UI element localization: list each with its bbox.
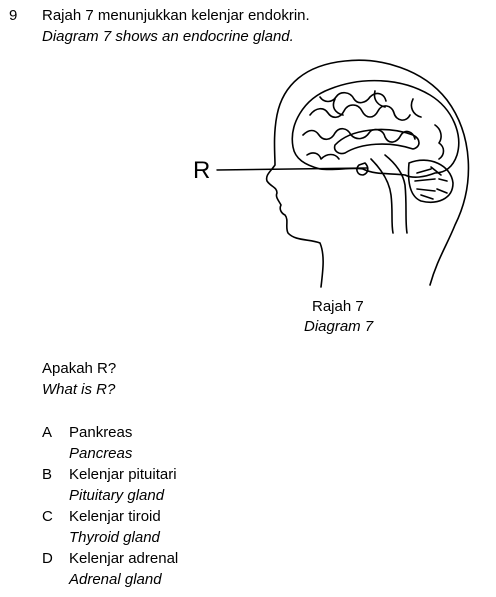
label-r: R bbox=[193, 157, 210, 184]
option-b-english[interactable]: Pituitary gland bbox=[69, 487, 165, 504]
option-d-letter[interactable]: D bbox=[42, 550, 53, 567]
option-d-english[interactable]: Adrenal gland bbox=[69, 571, 162, 588]
question-stem-english: Diagram 7 shows an endocrine gland. bbox=[42, 28, 294, 45]
option-a-malay[interactable]: Pankreas bbox=[69, 424, 133, 441]
brain-diagram: R bbox=[193, 59, 470, 288]
question-prompt-english: What is R? bbox=[42, 381, 116, 398]
label-r-pointer bbox=[216, 167, 368, 171]
option-a-english[interactable]: Pancreas bbox=[69, 445, 133, 462]
cerebellum bbox=[407, 159, 454, 203]
question-prompt-malay: Apakah R? bbox=[42, 360, 117, 377]
corpus-callosum bbox=[333, 128, 420, 155]
head-outline bbox=[265, 59, 470, 288]
option-c-letter[interactable]: C bbox=[42, 508, 53, 525]
option-b-letter[interactable]: B bbox=[42, 466, 53, 483]
diagram-caption-english: Diagram 7 bbox=[304, 318, 374, 335]
option-d-malay[interactable]: Kelenjar adrenal bbox=[69, 550, 179, 567]
diagram-caption-malay: Rajah 7 bbox=[312, 298, 364, 315]
option-c-english[interactable]: Thyroid gland bbox=[69, 529, 160, 546]
question-number: 9 bbox=[9, 7, 18, 24]
brain-outline bbox=[291, 79, 460, 178]
brainstem bbox=[384, 154, 408, 234]
option-b-malay[interactable]: Kelenjar pituitari bbox=[69, 466, 177, 483]
option-a-letter[interactable]: A bbox=[42, 424, 53, 441]
question-stem-malay: Rajah 7 menunjukkan kelenjar endokrin. bbox=[42, 7, 310, 24]
pituitary-gland bbox=[356, 162, 369, 176]
option-c-malay[interactable]: Kelenjar tiroid bbox=[69, 508, 161, 525]
